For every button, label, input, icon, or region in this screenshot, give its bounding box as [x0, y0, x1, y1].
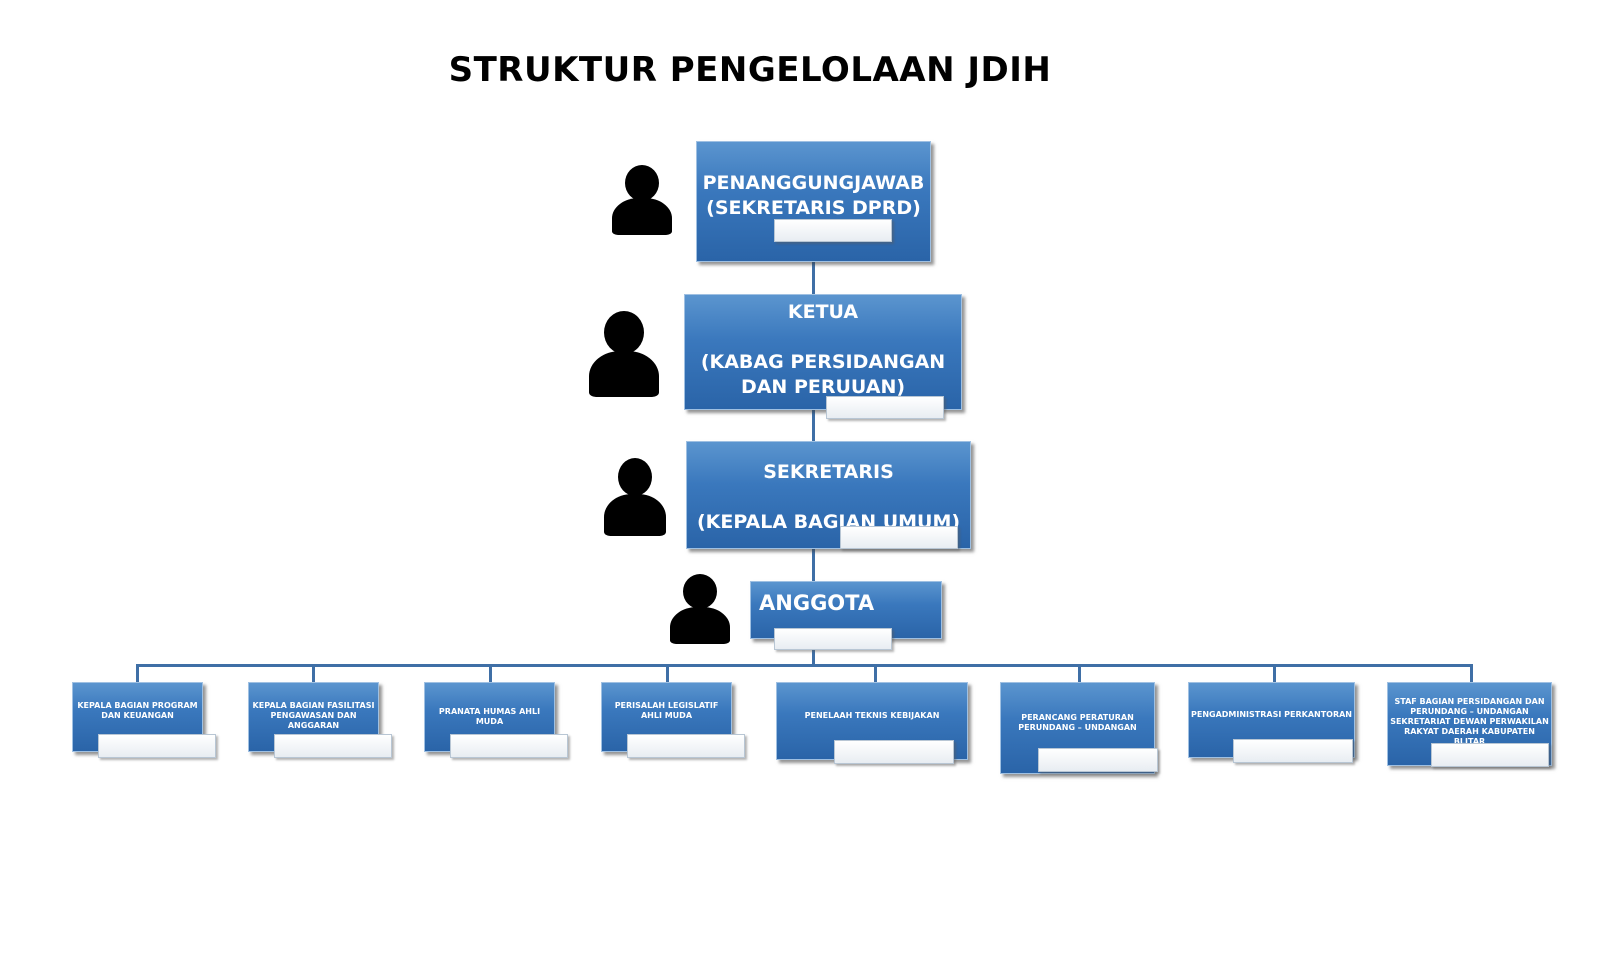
name-placeholder	[834, 740, 954, 764]
connector-drop	[1273, 664, 1276, 682]
member-label: PERANCANG PERATURAN PERUNDANG – UNDANGAN	[1018, 713, 1137, 732]
member-label: PENGADMINISTRASI PERKANTORAN	[1191, 710, 1353, 719]
name-placeholder	[1431, 743, 1549, 767]
name-placeholder	[774, 219, 892, 242]
person-icon	[589, 311, 659, 397]
name-placeholder	[774, 628, 892, 650]
name-placeholder	[1038, 748, 1158, 772]
person-icon	[612, 165, 672, 235]
connector-drop	[1078, 664, 1081, 682]
name-placeholder	[840, 526, 958, 549]
ketua-label: KETUA (KABAG PERSIDANGAN DAN PERUUAN)	[700, 301, 946, 398]
name-placeholder	[98, 734, 216, 758]
sekretaris-label: SEKRETARIS (KEPALA BAGIAN UMUM)	[696, 461, 961, 533]
member-label: PENELAAH TEKNIS KEBIJAKAN	[804, 711, 940, 720]
member-label: PRANATA HUMAS AHLI MUDA	[438, 707, 541, 726]
penanggungjawab-label: PENANGGUNGJAWAB (SEKRETARIS DPRD)	[702, 172, 925, 219]
connector-drop	[874, 664, 877, 682]
connector-drop	[1470, 664, 1473, 682]
name-placeholder	[627, 734, 745, 758]
penanggungjawab-box: PENANGGUNGJAWAB (SEKRETARIS DPRD)	[696, 141, 931, 262]
name-placeholder	[826, 396, 944, 419]
name-placeholder	[1233, 739, 1353, 763]
person-icon	[670, 574, 730, 644]
person-icon	[604, 458, 666, 536]
connector-drop	[489, 664, 492, 682]
page-title: STRUKTUR PENGELOLAAN JDIH	[448, 50, 1052, 90]
member-label: KEPALA BAGIAN FASILITASI PENGAWASAN DAN …	[252, 701, 375, 730]
name-placeholder	[450, 734, 568, 758]
connector-drop	[666, 664, 669, 682]
connector-drop	[136, 664, 139, 682]
member-label: STAF BAGIAN PERSIDANGAN DAN PERUNDANG – …	[1390, 697, 1549, 746]
anggota-label: ANGGOTA	[759, 591, 875, 615]
member-label: PERISALAH LEGISLATIF AHLI MUDA	[614, 701, 719, 720]
ketua-box: KETUA (KABAG PERSIDANGAN DAN PERUUAN)	[684, 294, 962, 410]
connector-drop	[312, 664, 315, 682]
connector-horizontal-bus	[136, 664, 1473, 667]
member-label: KEPALA BAGIAN PROGRAM DAN KEUANGAN	[77, 701, 198, 720]
name-placeholder	[274, 734, 392, 758]
